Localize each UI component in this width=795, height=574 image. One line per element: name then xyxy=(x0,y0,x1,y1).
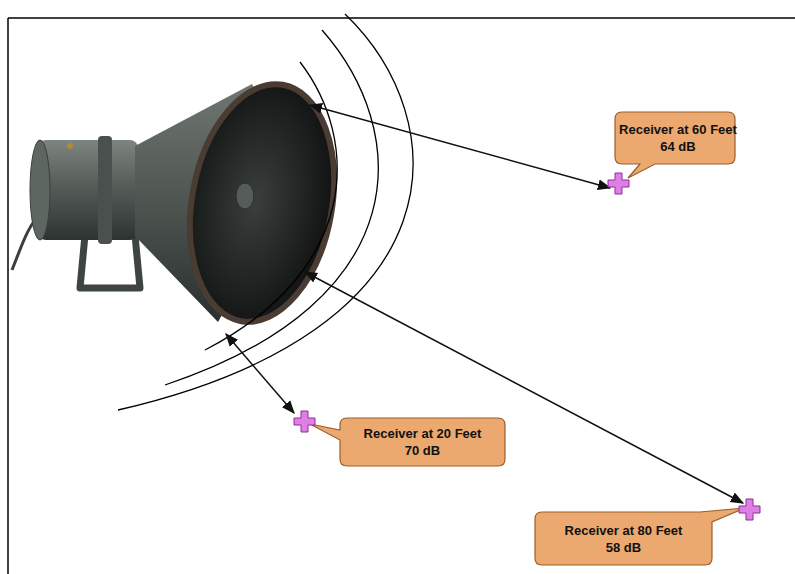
wave-arc xyxy=(205,62,337,350)
receiver-callout: Receiver at 20 Feet70 dB xyxy=(340,418,505,466)
frame-line xyxy=(8,17,795,19)
sound-level: 70 dB xyxy=(405,442,440,459)
receiver-marker xyxy=(608,173,629,194)
callout-shape xyxy=(310,418,505,466)
driver-cap xyxy=(30,140,50,240)
callout-shape xyxy=(615,112,735,178)
receiver-marker xyxy=(739,499,760,520)
receiver-distance: Receiver at 20 Feet xyxy=(364,425,482,442)
receiver-distance: Receiver at 80 Feet xyxy=(565,522,683,539)
wave-arc xyxy=(118,14,413,410)
terminal-screw xyxy=(67,143,73,149)
distance-arrow xyxy=(305,272,743,503)
sound-level: 58 dB xyxy=(606,539,641,556)
frame-line xyxy=(7,18,9,574)
horn-mouth xyxy=(172,73,352,334)
driver-body xyxy=(38,140,138,240)
distance-arrow xyxy=(226,334,294,413)
distance-arrow xyxy=(310,105,610,188)
receiver-callout: Receiver at 60 Feet64 dB xyxy=(615,112,741,164)
phase-plug xyxy=(236,183,254,209)
callout-shape xyxy=(535,508,745,565)
receiver-callout: Receiver at 80 Feet58 dB xyxy=(535,512,712,565)
wave-arc xyxy=(165,30,378,385)
driver-ring xyxy=(98,136,112,244)
sound-level: 64 dB xyxy=(660,138,695,155)
receiver-distance: Receiver at 60 Feet xyxy=(619,121,737,138)
receiver-marker xyxy=(294,411,315,432)
